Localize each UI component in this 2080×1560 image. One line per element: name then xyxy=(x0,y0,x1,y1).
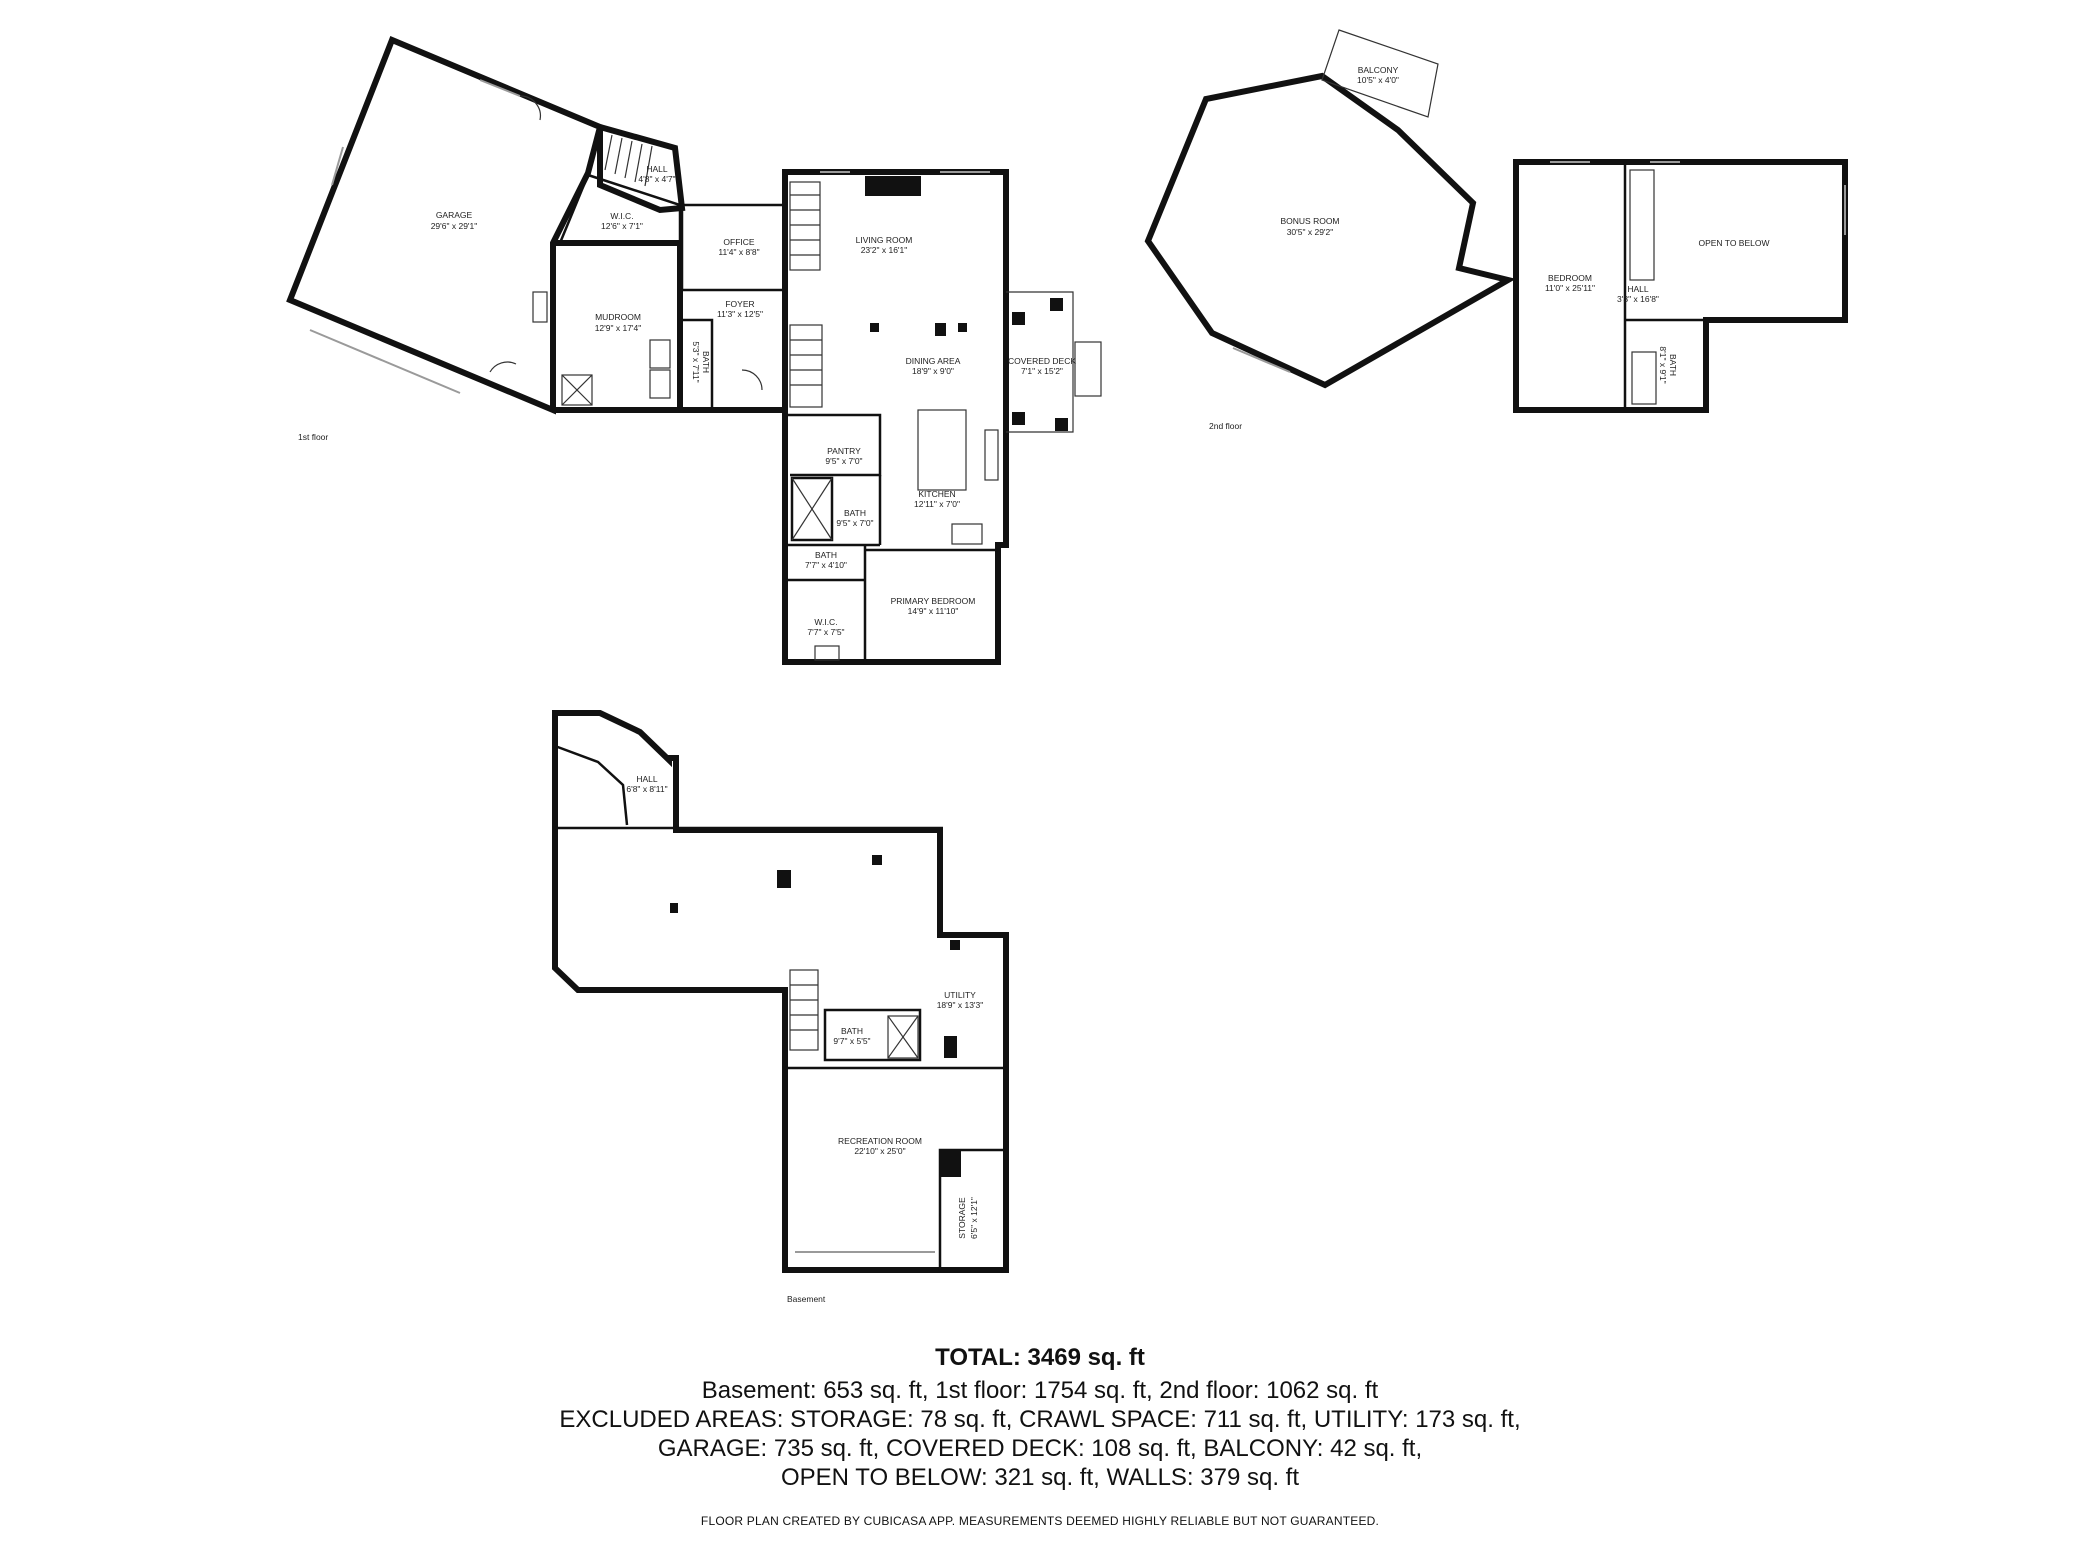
basement-plan xyxy=(552,710,1009,1273)
room-name-office: OFFICE xyxy=(723,237,754,247)
basement-walls xyxy=(552,710,1009,1273)
room-name-bath-first-c: BATH xyxy=(815,550,837,560)
room-size-storage: 6'5" x 12'1" xyxy=(969,1197,979,1239)
area-breakdown: Basement: 653 sq. ft, 1st floor: 1754 sq… xyxy=(0,1376,2080,1492)
room-size-hall-basement: 6'8" x 8'11" xyxy=(626,784,667,794)
room-name-wic-2: W.I.C. xyxy=(814,617,837,627)
area-line-excluded-1: EXCLUDED AREAS: STORAGE: 78 sq. ft, CRAW… xyxy=(559,1406,1521,1433)
floor-label-second: 2nd floor xyxy=(1209,421,1242,431)
room-size-bath-basement: 9'7" x 5'5" xyxy=(833,1036,870,1046)
area-line-excluded-3: OPEN TO BELOW: 321 sq. ft, WALLS: 379 sq… xyxy=(780,1464,1299,1491)
room-name-pantry: PANTRY xyxy=(827,446,861,456)
room-name-mudroom: MUDROOM xyxy=(595,312,641,322)
room-name-bath-basement: BATH xyxy=(841,1026,863,1036)
room-name-utility: UTILITY xyxy=(944,990,976,1000)
first-floor-plan xyxy=(286,36,1102,665)
room-size-mudroom: 12'9" x 17'4" xyxy=(595,323,642,333)
total-area: TOTAL: 3469 sq. ft xyxy=(935,1344,1145,1371)
area-line-floors: Basement: 653 sq. ft, 1st floor: 1754 sq… xyxy=(701,1377,1379,1404)
room-size-bath-first-b: 9'5" x 7'0" xyxy=(836,518,873,528)
bonus-room-walls xyxy=(1144,72,1516,389)
room-size-hall-second: 3'3" x 16'8" xyxy=(1617,294,1659,304)
room-name-kitchen: KITCHEN xyxy=(918,489,955,499)
floor-label-basement: Basement xyxy=(787,1294,826,1304)
room-name-dining: DINING AREA xyxy=(906,356,961,366)
room-name-bath-first-b: BATH xyxy=(844,508,866,518)
room-size-deck: 7'1" x 15'2" xyxy=(1021,366,1063,376)
room-name-open-to-below: OPEN TO BELOW xyxy=(1698,238,1769,248)
room-size-bath-second: 8'1" x 9'1" xyxy=(1658,346,1668,383)
room-name-deck: COVERED DECK xyxy=(1008,356,1076,366)
room-size-primary-bedroom: 14'9" x 11'10" xyxy=(908,606,959,616)
room-size-bonus: 30'5" x 29'2" xyxy=(1287,227,1334,237)
room-size-recreation: 22'10" x 25'0" xyxy=(854,1146,905,1156)
room-size-utility: 18'9" x 13'3" xyxy=(937,1000,984,1010)
room-size-kitchen: 12'11" x 7'0" xyxy=(914,499,960,509)
room-size-hall-first: 4'8" x 4'7" xyxy=(638,174,675,184)
second-floor-plan xyxy=(1144,29,1848,413)
room-name-hall-basement: HALL xyxy=(636,774,658,784)
room-size-garage: 29'6" x 29'1" xyxy=(431,221,478,231)
floor-label-first: 1st floor xyxy=(298,432,328,442)
room-name-bath-second: BATH xyxy=(1668,354,1678,376)
room-name-garage: GARAGE xyxy=(436,210,473,220)
room-size-pantry: 9'5" x 7'0" xyxy=(825,456,862,466)
room-name-storage: STORAGE xyxy=(957,1197,967,1239)
room-name-living: LIVING ROOM xyxy=(856,235,913,245)
room-size-bath-first-c: 7'7" x 4'10" xyxy=(805,560,847,570)
room-name-hall-second: HALL xyxy=(1627,284,1649,294)
area-line-excluded-2: GARAGE: 735 sq. ft, COVERED DECK: 108 sq… xyxy=(657,1435,1423,1462)
room-size-living: 23'2" x 16'1" xyxy=(861,245,908,255)
room-size-bedroom: 11'0" x 25'11" xyxy=(1545,283,1595,293)
room-size-foyer: 11'3" x 12'5" xyxy=(717,309,763,319)
room-name-primary-bedroom: PRIMARY BEDROOM xyxy=(891,596,976,606)
room-name-balcony: BALCONY xyxy=(1358,65,1399,75)
room-size-bath-first-a: 5'3" x 7'11" xyxy=(691,341,701,382)
room-name-foyer: FOYER xyxy=(725,299,754,309)
room-size-office: 11'4" x 8'8" xyxy=(718,247,759,257)
room-size-wic-2: 7'7" x 7'5" xyxy=(807,627,844,637)
room-name-wic: W.I.C. xyxy=(610,211,633,221)
main-block-walls xyxy=(782,169,1009,665)
room-name-bonus: BONUS ROOM xyxy=(1280,216,1339,226)
room-name-hall-first: HALL xyxy=(646,164,668,174)
room-name-bedroom: BEDROOM xyxy=(1548,273,1592,283)
room-name-recreation: RECREATION ROOM xyxy=(838,1136,922,1146)
room-size-balcony: 10'5" x 4'0" xyxy=(1357,75,1399,85)
disclaimer: FLOOR PLAN CREATED BY CUBICASA APP. MEAS… xyxy=(700,1514,1380,1528)
room-size-wic: 12'6" x 7'1" xyxy=(601,221,643,231)
room-size-dining: 18'9" x 9'0" xyxy=(912,366,954,376)
room-name-bath-first-a: BATH xyxy=(701,351,711,373)
